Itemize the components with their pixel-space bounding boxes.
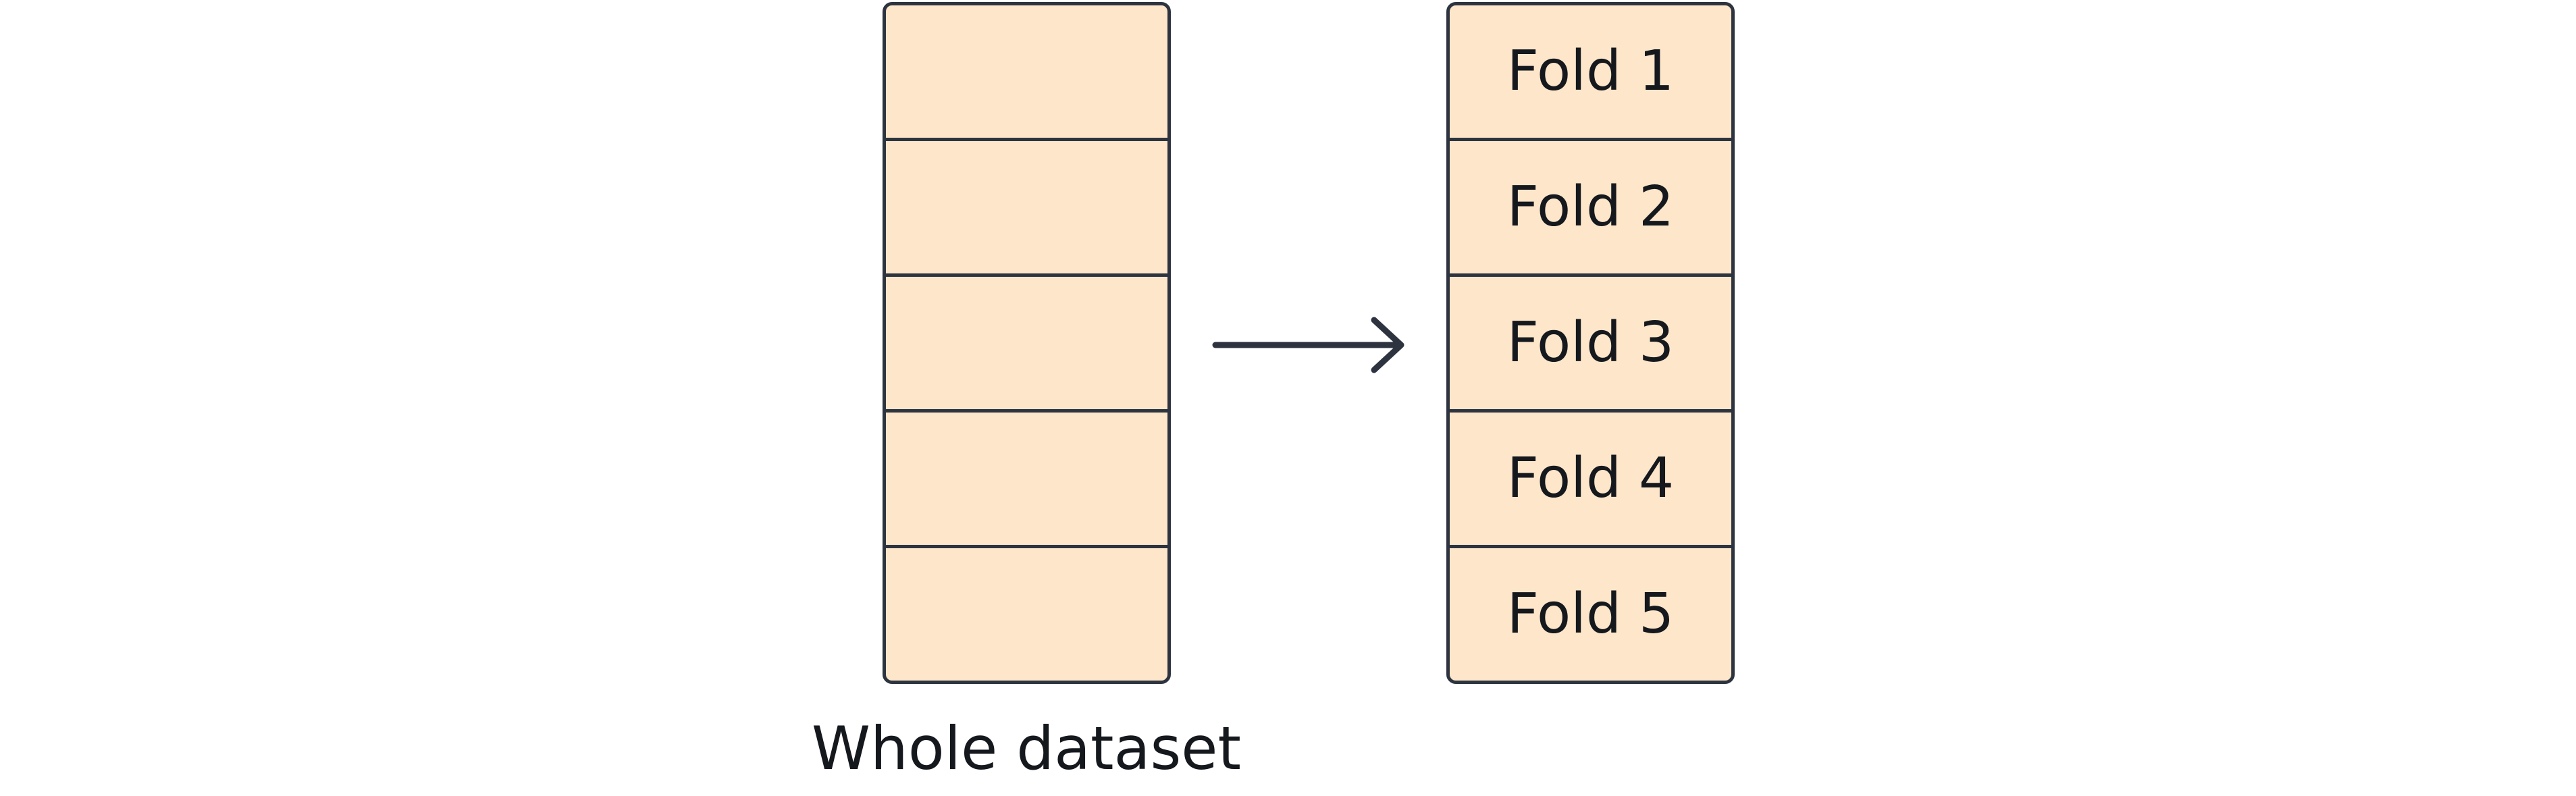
dataset-segment [886,5,1167,141]
fold-2: Fold 2 [1450,141,1731,277]
dataset-segment [886,277,1167,413]
dataset-segment [886,548,1167,681]
fold-4: Fold 4 [1450,413,1731,548]
fold-3: Fold 3 [1450,277,1731,413]
dataset-segment [886,141,1167,277]
whole-dataset-block [883,2,1171,684]
split-arrow-icon [1212,317,1404,373]
fold-1: Fold 1 [1450,5,1731,141]
whole-dataset-caption: Whole dataset [812,714,1241,783]
fold-5: Fold 5 [1506,582,1675,646]
dataset-segment [886,413,1167,548]
folds-block: Fold 1 Fold 2 Fold 3 Fold 4 Fold 5 [1446,2,1735,684]
